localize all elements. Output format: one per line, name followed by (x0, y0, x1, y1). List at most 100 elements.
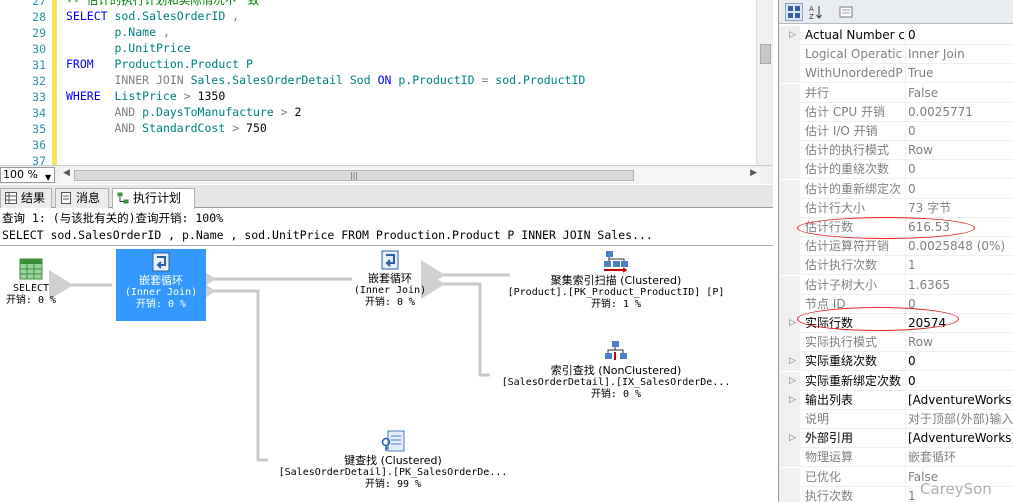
code-line[interactable]: INNER JOIN Sales.SalesOrderDetail Sod ON… (66, 72, 585, 88)
plan-node-key-lookup[interactable]: 键查找 (Clustered) [SalesOrderDetail].[PK_S… (268, 429, 518, 491)
property-value[interactable]: Row (905, 333, 1013, 351)
plan-node-clustered-index-scan[interactable]: 聚集索引扫描 (Clustered) [Product].[PK_Product… (490, 249, 742, 311)
property-row-margin: ▷ (779, 372, 800, 391)
property-name: 物理运算 (805, 450, 854, 464)
property-pages-icon (839, 6, 853, 18)
code-token: AND (66, 105, 143, 119)
property-value[interactable]: 嵌套循环 (905, 448, 1013, 466)
plan-node-nested-loop-1[interactable]: 嵌套循环 (Inner Join) 开销: 0 % (116, 249, 206, 321)
editor-horizontal-scrollbar[interactable]: ◀ ||| ▶ (60, 168, 760, 183)
chevron-down-icon: ▼ (45, 173, 52, 182)
expand-arrow-icon[interactable]: ▷ (789, 356, 796, 366)
tab-results[interactable]: 结果 (0, 188, 52, 208)
property-value[interactable]: 73 字节 (905, 199, 1013, 217)
code-line[interactable]: WHERE ListPrice > 1350 (66, 88, 225, 104)
plan-node-nested-loop-2[interactable]: 嵌套循环 (Inner Join) 开销: 0 % (345, 249, 435, 309)
execution-plan-pane[interactable]: 查询 1: (与该批有关的)查询开销: 100% SELECT sod.Sale… (0, 209, 773, 502)
message-icon (61, 192, 71, 204)
property-value[interactable]: 0 (905, 352, 1013, 370)
property-pages-button[interactable] (837, 3, 855, 21)
property-value[interactable]: 1 (905, 256, 1013, 274)
expand-arrow-icon[interactable]: ▷ (789, 433, 796, 443)
scroll-right-icon[interactable]: ▶ (750, 168, 757, 178)
code-line[interactable]: AND p.DaysToManufacture > 2 (66, 104, 301, 120)
plan-node-index-seek[interactable]: 索引查找 (NonClustered) [SalesOrderDetail].[… (490, 339, 742, 401)
property-row-margin: ▷ (779, 391, 800, 410)
code-line[interactable]: -- 估计的执行计划和实际情况不一致 (66, 0, 259, 8)
code-line[interactable]: p.UnitPrice (66, 40, 190, 56)
property-value[interactable]: 0 (905, 372, 1013, 390)
nested-loop-1-join-type: (Inner Join) (124, 287, 198, 298)
expand-arrow-icon[interactable]: ▷ (789, 376, 796, 386)
key-lookup-object: [SalesOrderDetail].[PK_SalesOrderDe... (278, 467, 508, 478)
property-name: 并行 (805, 86, 830, 100)
property-value[interactable]: 0 (905, 26, 1013, 44)
property-row[interactable]: ▷外部引用[AdventureWorks]. (779, 429, 1013, 448)
property-value[interactable]: 1.6365 (905, 276, 1013, 294)
tab-execution-plan[interactable]: 执行计划 (112, 188, 195, 209)
horizontal-scroll-thumb[interactable]: ||| (74, 170, 634, 181)
property-value[interactable]: Row (905, 141, 1013, 159)
code-line[interactable]: SELECT sod.SalesOrderID , (66, 8, 239, 24)
expand-arrow-icon[interactable]: ▷ (789, 318, 796, 328)
property-value[interactable]: 1 (905, 487, 1013, 502)
property-value[interactable]: 对于顶部(外部)输入的 (905, 410, 1013, 428)
property-value[interactable]: 0 (905, 180, 1013, 198)
categorized-button[interactable] (785, 3, 803, 21)
property-value[interactable]: 0.0025771 (905, 103, 1013, 121)
clustered-scan-object: [Product].[PK_Product_ProductID] [P] (507, 287, 725, 298)
expand-arrow-icon[interactable]: ▷ (789, 30, 796, 40)
property-row[interactable]: ▷输出列表[AdventureWorks]. (779, 391, 1013, 410)
property-value[interactable]: True (905, 64, 1013, 82)
zoom-dropdown[interactable]: 100 % ▼ (0, 167, 55, 183)
scroll-left-icon[interactable]: ◀ (63, 168, 70, 178)
property-row[interactable]: 物理运算 嵌套循环 (779, 448, 1013, 467)
property-value[interactable]: [AdventureWorks]. (905, 429, 1013, 447)
line-number: 27 (32, 0, 46, 8)
property-row-margin (779, 103, 800, 122)
property-value[interactable]: False (905, 468, 1013, 486)
tab-messages[interactable]: 消息 (55, 188, 109, 208)
editor-vertical-scrollbar[interactable] (756, 0, 773, 165)
code-token: = (481, 73, 496, 87)
line-number: 32 (32, 74, 46, 88)
plan-node-select[interactable]: SELECT 开销: 0 % (2, 257, 60, 307)
code-token: , (162, 25, 170, 39)
property-value[interactable]: 0 (905, 122, 1013, 140)
property-row[interactable]: 并行 False (779, 84, 1013, 103)
code-line[interactable]: p.Name , (66, 24, 170, 40)
property-value[interactable]: 0.0025848 (0%) (905, 237, 1013, 255)
property-value[interactable]: [AdventureWorks]. (905, 391, 1013, 409)
code-line[interactable]: FROM Production.Product P (66, 56, 253, 72)
property-value[interactable]: False (905, 84, 1013, 102)
editor-scroll-thumb[interactable] (760, 44, 771, 64)
code-line[interactable]: AND StandardCost > 750 (66, 120, 266, 136)
property-value[interactable]: 0 (905, 160, 1013, 178)
property-value[interactable]: 0 (905, 295, 1013, 313)
property-row-margin: ▷ (779, 26, 800, 45)
expand-arrow-icon[interactable]: ▷ (789, 395, 796, 405)
alphabetical-button[interactable]: A Z (807, 3, 825, 21)
property-value[interactable]: Inner Join (905, 45, 1013, 63)
line-number: 35 (32, 122, 46, 136)
property-row-margin (779, 199, 800, 218)
